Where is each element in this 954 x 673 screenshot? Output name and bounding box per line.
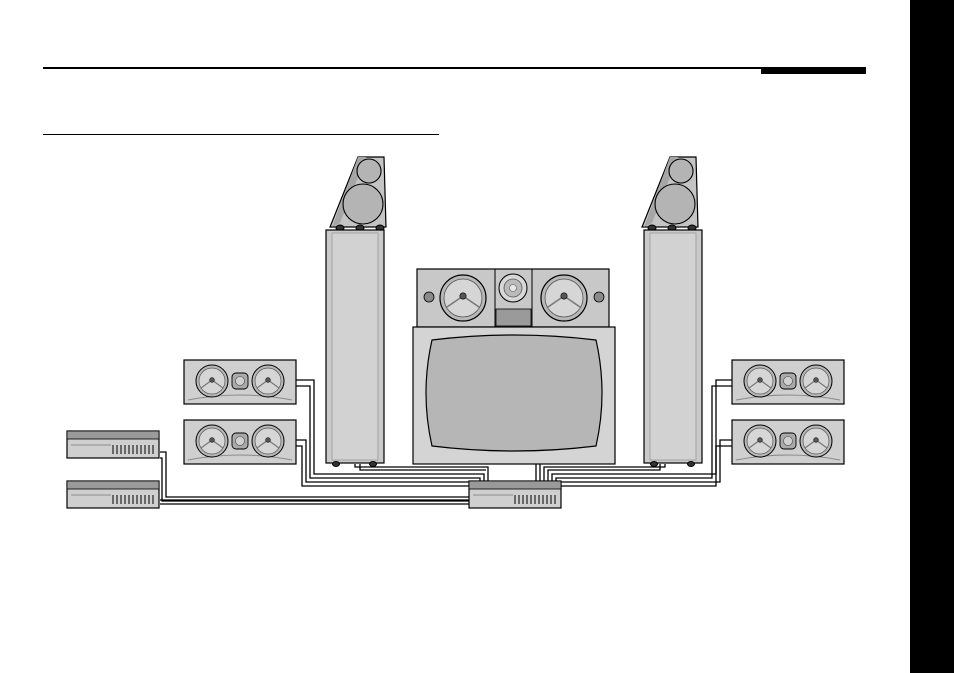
front-left-tower-speaker bbox=[326, 157, 386, 467]
home-theater-wiring-diagram bbox=[0, 0, 910, 673]
page-edge-tab bbox=[910, 0, 954, 673]
front-right-tower-speaker bbox=[642, 157, 702, 467]
television bbox=[413, 327, 615, 464]
surround-right-speaker-upper bbox=[732, 360, 844, 404]
surround-left-speaker-lower bbox=[184, 420, 296, 464]
source-component-upper bbox=[67, 431, 159, 458]
surround-right-speaker-lower bbox=[732, 420, 844, 464]
receiver bbox=[469, 481, 561, 508]
source-component-lower bbox=[67, 481, 159, 508]
center-channel-speaker bbox=[417, 269, 609, 327]
surround-left-speaker-upper bbox=[184, 360, 296, 404]
